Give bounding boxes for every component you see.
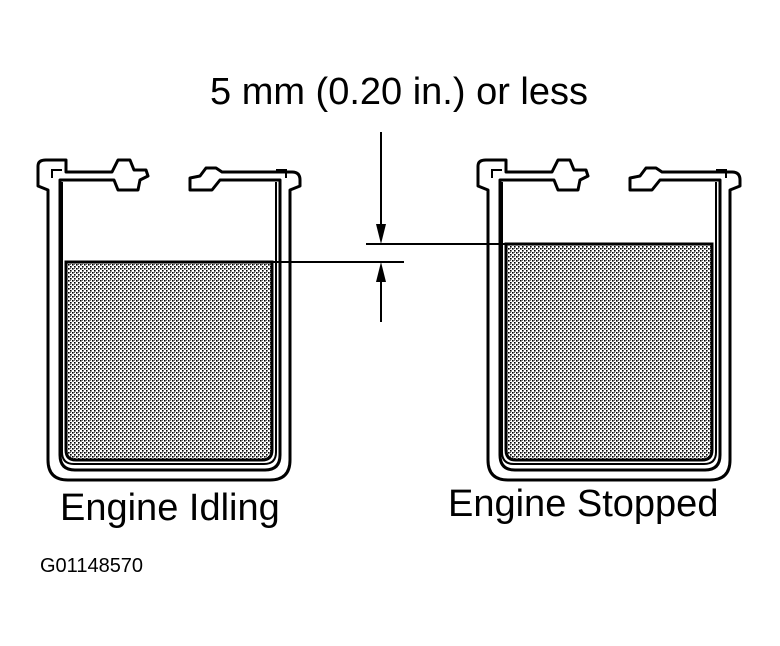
reservoir-idling — [36, 158, 302, 482]
fluid-level-idling — [64, 260, 274, 462]
arrow-up-icon — [376, 262, 386, 282]
reservoir-stopped-outline — [476, 158, 742, 482]
level-difference-indicator — [272, 132, 506, 322]
arrow-down-icon — [376, 224, 386, 244]
left-caption: Engine Idling — [60, 487, 280, 529]
reservoir-stopped — [476, 158, 742, 482]
measurement-label: 5 mm (0.20 in.) or less — [210, 71, 588, 113]
reservoir-idling-outline — [36, 158, 302, 482]
figure-code: G01148570 — [40, 555, 143, 577]
right-caption: Engine Stopped — [448, 483, 718, 525]
fluid-level-stopped — [504, 242, 714, 462]
